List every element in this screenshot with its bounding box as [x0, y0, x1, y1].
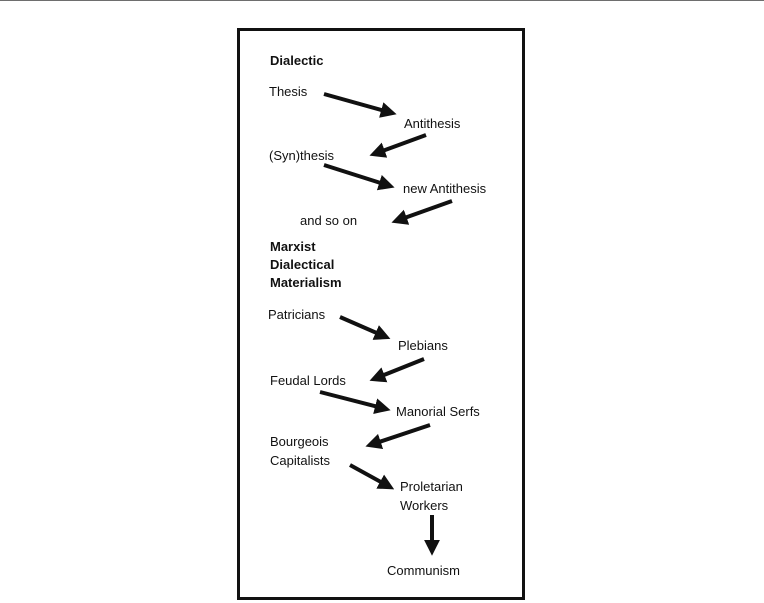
arrow-plebians-to-feudal-lords	[374, 359, 424, 379]
arrow-synthesis-to-new-antithesis	[324, 165, 390, 186]
arrow-patricians-to-plebians	[340, 317, 386, 337]
arrow-antithesis-to-synthesis	[374, 135, 426, 154]
arrow-new-antithesis-to-and-so-on	[396, 201, 452, 221]
arrow-manorial-serfs-to-bourgeois	[370, 425, 430, 445]
arrow-feudal-lords-to-manorial-serfs	[320, 392, 386, 409]
arrows-layer	[240, 31, 522, 597]
arrow-capitalists-to-proletarian	[350, 465, 390, 487]
top-divider	[0, 0, 764, 1]
arrow-thesis-to-antithesis	[324, 94, 392, 113]
diagram-frame: Dialectic Thesis Antithesis (Syn)thesis …	[237, 28, 525, 600]
